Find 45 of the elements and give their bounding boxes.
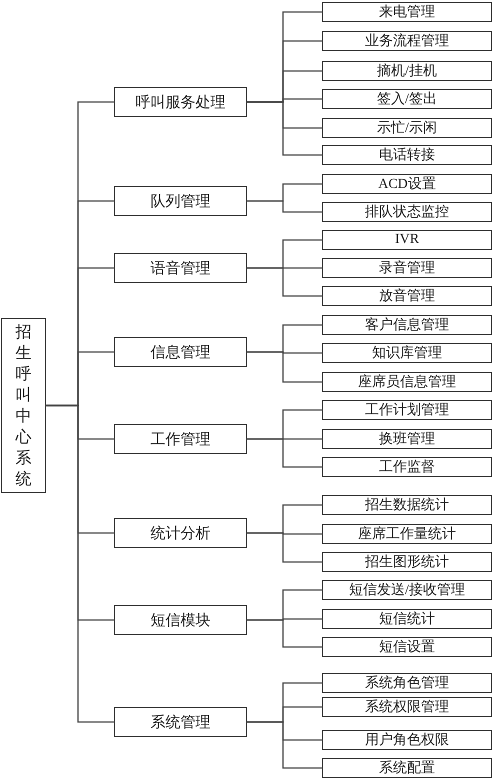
module-box: 语音管理: [114, 253, 247, 283]
function-box: 短信发送/接收管理: [322, 580, 492, 600]
function-box: IVR: [322, 230, 492, 250]
module-box: 系统管理: [114, 707, 247, 737]
connector-line: [46, 404, 114, 723]
connector-line: [247, 267, 322, 297]
connector-line: [247, 351, 322, 383]
module-box: 队列管理: [114, 186, 247, 216]
function-box: 电话转接: [322, 145, 492, 165]
function-box: 换班管理: [322, 429, 492, 449]
module-box: 短信模块: [114, 605, 247, 635]
function-box: 客户信息管理: [322, 315, 492, 335]
function-box: 示忙/示闲: [322, 118, 492, 138]
connector-line: [247, 721, 322, 769]
root-box: 招生呼叫中心系统: [1, 318, 46, 493]
function-box: 短信设置: [322, 637, 492, 657]
function-box: 签入/签出: [322, 89, 492, 109]
function-box: 招生数据统计: [322, 495, 492, 515]
module-box: 工作管理: [114, 424, 247, 454]
function-box: 放音管理: [322, 286, 492, 306]
function-box: ACD设置: [322, 174, 492, 194]
function-box: 摘机/挂机: [322, 61, 492, 81]
function-box: 录音管理: [322, 258, 492, 278]
function-box: 座席工作量统计: [322, 524, 492, 544]
function-box: 来电管理: [322, 2, 492, 22]
connector-line: [247, 619, 322, 648]
function-box: 用户角色权限: [322, 730, 492, 750]
function-box: 工作计划管理: [322, 400, 492, 420]
connector-line: [247, 101, 322, 156]
function-box: 业务流程管理: [322, 31, 492, 51]
function-box: 系统配置: [322, 758, 492, 778]
function-box: 系统权限管理: [322, 697, 492, 717]
module-box: 呼叫服务处理: [114, 87, 247, 117]
function-box: 座席员信息管理: [322, 372, 492, 392]
function-box: 系统角色管理: [322, 673, 492, 693]
module-box: 信息管理: [114, 337, 247, 367]
function-box: 知识库管理: [322, 343, 492, 363]
connector-line: [247, 200, 322, 213]
function-box: 排队状态监控: [322, 202, 492, 222]
connector-line: [247, 532, 322, 563]
function-box: 工作监督: [322, 457, 492, 477]
module-box: 统计分析: [114, 518, 247, 548]
connector-line: [247, 438, 322, 468]
function-box: 招生图形统计: [322, 552, 492, 572]
function-box: 短信统计: [322, 609, 492, 629]
